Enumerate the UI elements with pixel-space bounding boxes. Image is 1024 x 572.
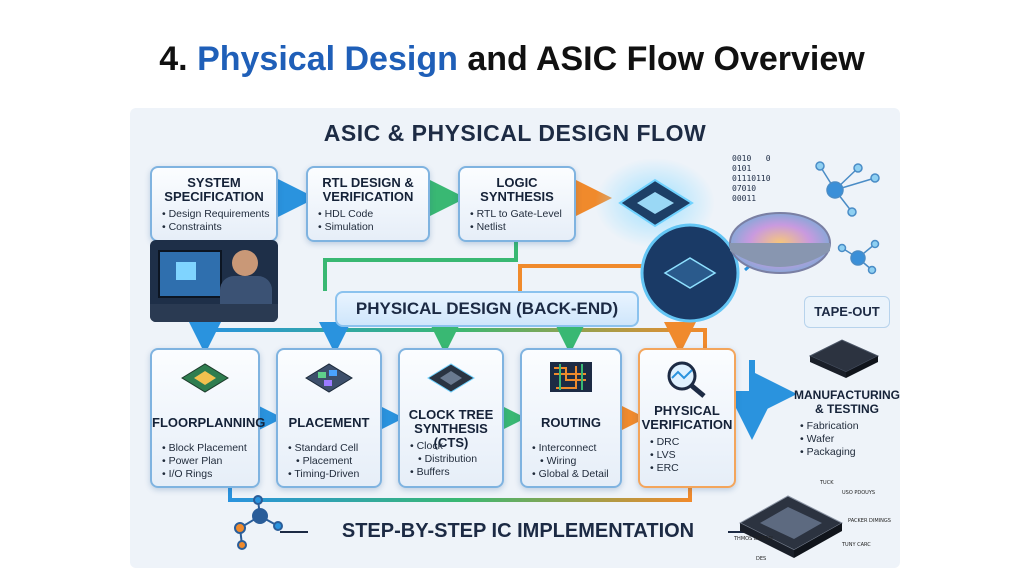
chip-label: TUCK [820,480,834,486]
list-item: Timing-Driven [288,468,359,481]
card-placement: PLACEMENT Standard Cell Placement Timing… [276,348,382,488]
title-number: 4. [159,40,188,78]
list-item: Wiring [532,455,609,468]
engineer-workstation-image [150,240,278,322]
floorplan-icon [181,363,229,393]
list-item: Packaging [800,446,859,459]
card-list: RTL to Gate-Level Netlist [460,208,562,234]
manufacturing-title: MANUFACTURING& TESTING [794,388,900,416]
card-list: Clock Distribution Buffers [400,440,478,479]
line-loop-bottom [228,486,692,502]
card-list: Block Placement Power Plan I/O Rings [152,442,247,481]
connector-layer [189,158,880,558]
list-item: HDL Code [318,208,374,221]
molecule-icon-bottom [234,495,283,550]
title-rest: and ASIC Flow Overview [467,40,865,78]
card-list: Standard Cell Placement Timing-Driven [278,442,359,481]
card-list: HDL Code Simulation [308,208,374,234]
list-item: Global & Detail [532,468,609,481]
list-item: ERC [650,462,679,475]
wafer-icon [640,212,831,323]
list-item: Power Plan [162,455,247,468]
list-item: Simulation [318,221,374,234]
card-title: PLACEMENT [288,415,370,430]
tape-out-label: TAPE-OUT [804,296,890,328]
list-item: Block Placement [162,442,247,455]
list-item: Placement [288,455,359,468]
page-title: 4. Physical Design and ASIC Flow Overvie… [0,40,1024,79]
manufacturing-list: Fabrication Wafer Packaging [800,420,859,459]
list-item: Design Requirements [162,208,270,221]
chip-label: TUNY CARC [842,542,871,548]
list-item: Netlist [470,221,562,234]
routing-icon [550,362,592,392]
chip-label: THMOS DATIGN [734,536,773,542]
flow-title: ASIC & PHYSICAL DESIGN FLOW [323,120,707,146]
list-item: Fabrication [800,420,859,433]
clock-tree-icon [427,363,475,393]
line-synth-down [323,236,518,291]
card-title: RTL DESIGN &VERIFICATION [322,175,414,204]
card-title: FLOORPLANNING [152,415,266,430]
list-item: Interconnect [532,442,609,455]
line-distribute [203,328,707,348]
magnifier-icon [667,361,706,398]
physical-design-banner: PHYSICAL DESIGN (BACK-END) [335,291,639,327]
bottom-caption: STEP-BY-STEP IC IMPLEMENTATION [341,520,695,542]
card-floorplanning: FLOORPLANNING Block Placement Power Plan… [150,348,266,488]
card-routing: ROUTING Interconnect Wiring Global & Det… [520,348,622,488]
chip-label: PACKER DIMINGS [848,518,891,524]
list-item: Clock [410,440,477,453]
list-item: RTL to Gate-Level [470,208,562,221]
list-item: Distribution [410,453,478,466]
list-item: DRC [650,436,680,449]
bottom-chip-icon [738,495,844,558]
list-item: Standard Cell [288,442,359,455]
title-highlight: Physical Design [197,40,458,78]
card-list: DRC LVS ERC [640,436,680,475]
list-item: Buffers [410,466,477,479]
card-list: Design Requirements Constraints [152,208,270,234]
list-item: LVS [650,449,679,462]
molecule-icon [815,161,880,275]
chip-label: USO PDOUYS [842,490,876,496]
list-item: I/O Rings [162,468,247,481]
chip-label: DES [756,556,767,562]
card-title: ROUTING [541,415,601,430]
list-item: Constraints [162,221,270,234]
list-item: Wafer [800,433,859,446]
placement-icon [305,363,353,393]
card-list: Interconnect Wiring Global & Detail [522,442,609,481]
packaged-chip-icon [808,339,880,378]
card-rtl-design: RTL DESIGN &VERIFICATION HDL Code Simula… [306,166,430,242]
